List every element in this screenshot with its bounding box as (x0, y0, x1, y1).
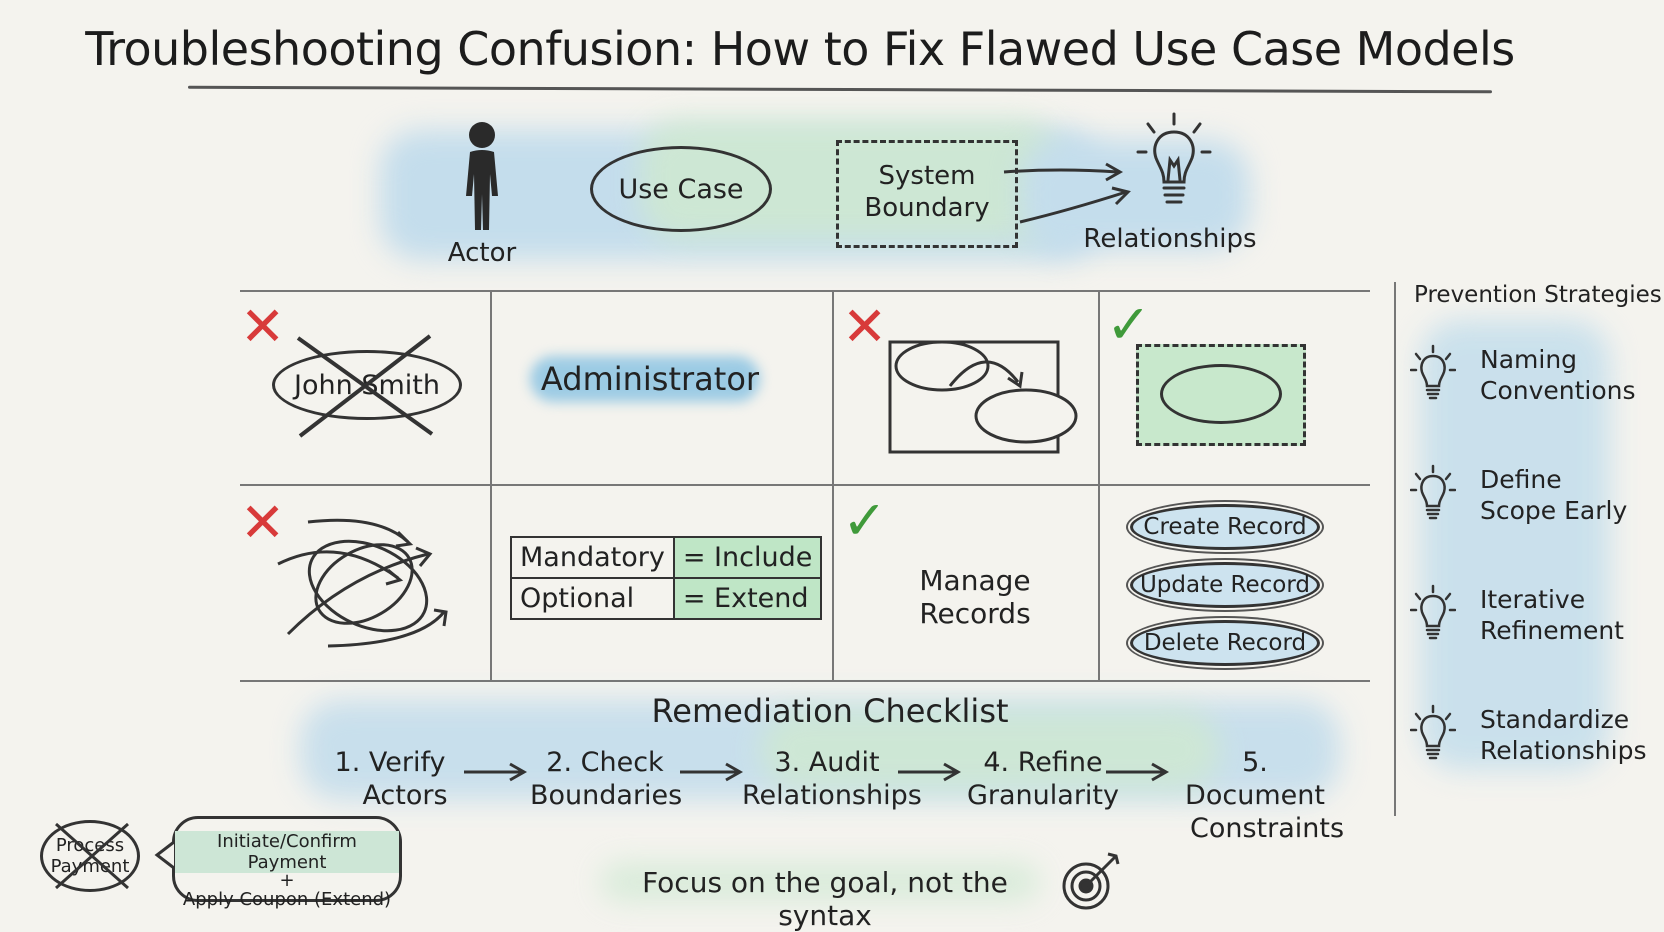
grid-top-rule (240, 290, 1370, 292)
page-title: Troubleshooting Confusion: How to Fix Fl… (85, 22, 1515, 76)
checklist-heading: Remediation Checklist (651, 692, 1009, 730)
step-number-label: 5. Document (1185, 747, 1325, 811)
administrator-highlight (530, 356, 760, 402)
good-actor-role: Administrator (540, 360, 760, 398)
step-subject-label: Constraints (1190, 813, 1345, 844)
checklist-step-5: 5. Document Constraints (1170, 746, 1345, 845)
replacement-callout: Initiate/Confirm Payment + Apply Coupon … (172, 816, 402, 910)
use-case-oval-create: Create Record (1130, 504, 1320, 550)
sidebar-divider (1394, 282, 1396, 816)
lightbulb-icon (1410, 584, 1456, 640)
sidebar-wash (1420, 320, 1610, 770)
grid-col-rule-1 (490, 292, 492, 680)
arrow-right-icon (1106, 762, 1170, 782)
merged-use-case-label: Manage Records (919, 564, 1031, 630)
actor-icon (466, 122, 498, 230)
grid-middle-rule (240, 484, 1370, 486)
callout-pointer-icon (154, 840, 175, 870)
use-case-oval-update: Update Record (1130, 562, 1320, 608)
prevention-item-1: Naming Conventions (1480, 344, 1636, 406)
table-row: Optional = Extend (510, 577, 823, 620)
contained-use-case-oval (1160, 364, 1282, 424)
prevention-item-line-2: Relationships (1480, 736, 1647, 765)
tangled-arrows-icon (277, 518, 448, 648)
checklist-step-4: 4. Refine Granularity (960, 746, 1126, 812)
use-case-oval-delete: Delete Record (1130, 620, 1320, 666)
prevention-item-4: Standardize Relationships (1480, 704, 1647, 766)
prevention-item-line-2: Scope Early (1480, 496, 1628, 525)
footer-tagline: Focus on the goal, not the syntax (642, 866, 1008, 932)
correct-mark-icon: ✓ (1106, 293, 1152, 356)
use-case-label: Use Case (618, 173, 744, 205)
prevention-item-line-1: Standardize (1480, 705, 1630, 734)
replacement-plus: + (279, 870, 295, 891)
correct-mark-icon: ✓ (842, 489, 888, 552)
prevention-item-line-1: Define (1480, 465, 1562, 494)
replacement-line-1: Initiate/Confirm Payment (175, 831, 399, 873)
system-boundary-label: System Boundary (846, 160, 1008, 224)
grid-col-rule-3 (1098, 292, 1100, 680)
prevention-item-line-1: Iterative (1480, 585, 1586, 614)
target-icon (1062, 852, 1120, 910)
title-underline (187, 85, 1493, 94)
step-subject-label: Granularity (966, 780, 1119, 811)
prevention-heading: Prevention Strategies (1414, 282, 1662, 308)
arrow-right-icon (680, 762, 744, 782)
grid-col-rule-2 (832, 292, 834, 680)
prevention-item-line-2: Refinement (1480, 616, 1624, 645)
boundary-overflow-icon (888, 340, 1078, 454)
step-number-label: 4. Refine (983, 747, 1103, 778)
use-case-oval: Use Case (590, 146, 772, 232)
arrow-right-icon (898, 762, 962, 782)
actor-label: Actor (447, 238, 517, 268)
lightbulb-icon (1410, 464, 1456, 520)
wrong-mark-icon: ✕ (240, 295, 286, 358)
crossed-out-icon (296, 334, 434, 438)
checklist-step-3: 3. Audit Relationships (742, 746, 922, 812)
step-subject-label: Boundaries (530, 780, 683, 811)
footer-wash (600, 862, 1040, 902)
step-subject-label: Actors (362, 780, 448, 811)
checklist-wash-green (760, 710, 1220, 790)
table-cell-condition: Optional (510, 577, 675, 620)
step-number-label: 3. Audit (774, 747, 880, 778)
checklist-step-2: 2. Check Boundaries (530, 746, 683, 812)
step-subject-label: Relationships (742, 780, 922, 811)
wrong-mark-icon: ✕ (240, 491, 286, 554)
prevention-item-3: Iterative Refinement (1480, 584, 1624, 646)
checklist-step-1: 1. Verify Actors (320, 746, 460, 812)
system-boundary-text: System Boundary (864, 161, 990, 223)
prevention-item-line-2: Conventions (1480, 376, 1636, 405)
crossed-out-icon (55, 822, 129, 890)
system-boundary-box (836, 140, 1018, 248)
header-wash-blue-right (1020, 140, 1250, 250)
lightbulb-icon (1410, 344, 1456, 400)
table-row: Mandatory = Include (510, 536, 823, 579)
replacement-line-2: Apply Coupon (Extend) (182, 889, 392, 910)
include-extend-table: Mandatory = Include Optional = Extend (510, 536, 823, 620)
grid-bottom-rule (240, 680, 1370, 682)
table-cell-condition: Mandatory (510, 536, 675, 579)
table-cell-relation: = Extend (672, 577, 823, 620)
relationships-label: Relationships (1083, 224, 1257, 254)
step-number-label: 2. Check (546, 747, 664, 778)
arrow-right-icon (464, 762, 528, 782)
relationship-arrows-icon (1003, 162, 1131, 224)
prevention-item-2: Define Scope Early (1480, 464, 1627, 526)
lightbulb-icon (1410, 704, 1456, 760)
step-number-label: 1. Verify (334, 747, 446, 778)
wrong-mark-icon: ✕ (842, 295, 888, 358)
prevention-item-line-1: Naming (1480, 345, 1578, 374)
table-cell-relation: = Include (672, 536, 823, 579)
lightbulb-icon (1136, 112, 1212, 204)
